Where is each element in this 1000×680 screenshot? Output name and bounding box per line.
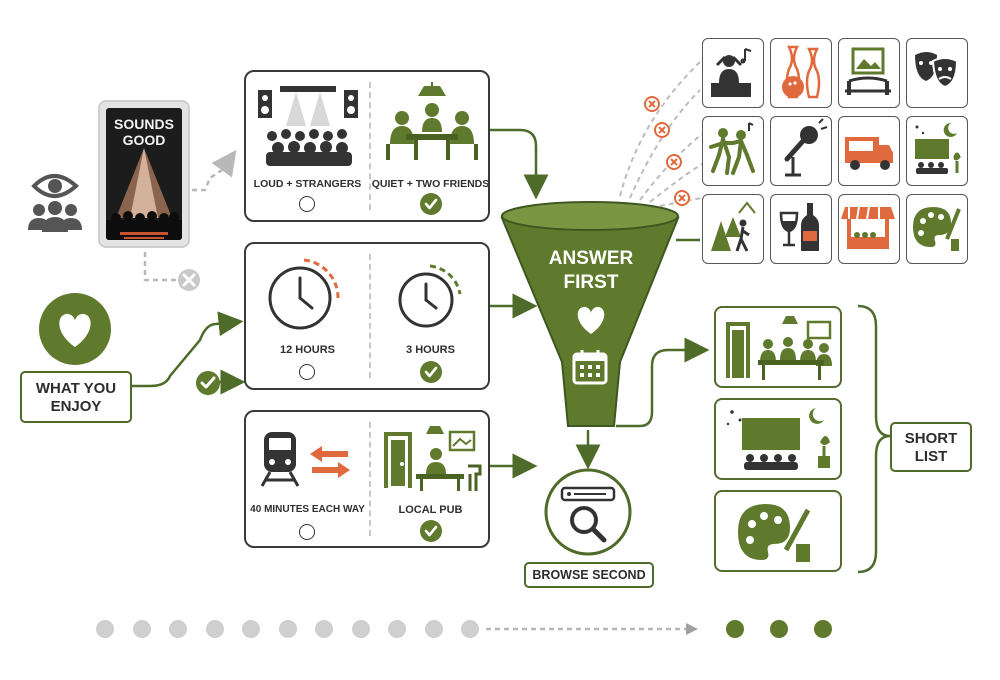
comparison-card-distance: 40 MINUTES EACH WAY LOCAL PUB [244, 410, 490, 548]
bowling-icon [782, 45, 821, 99]
rejected-x-icon [666, 154, 682, 170]
theater-masks-icon [915, 52, 959, 89]
funnel-heart-icon [577, 306, 605, 334]
progress-arrow [486, 623, 698, 635]
comparison-card-duration: 12 HOURS 3 HOURS [244, 242, 490, 390]
heart-icon [39, 293, 111, 365]
market-stall-icon [841, 206, 895, 249]
what-you-enjoy-label: WHAT YOU ENJOY [20, 371, 132, 423]
dancing-icon [709, 122, 755, 175]
option-food-truck[interactable] [838, 116, 900, 186]
loud-strangers-label: LOUD + STRANGERS [253, 178, 362, 190]
rejected-x-icon [644, 96, 660, 112]
food-truck-icon [845, 137, 893, 170]
rejected-x-icon [674, 190, 690, 206]
local-pub-check-icon[interactable] [419, 519, 443, 543]
poster-title: SOUNDS GOOD [114, 116, 174, 148]
quiet-friends-check-icon[interactable] [419, 192, 443, 216]
option-karaoke[interactable] [770, 116, 832, 186]
option-gallery[interactable] [838, 38, 900, 108]
shortlist-item-pub[interactable] [714, 306, 842, 388]
option-dancing[interactable] [702, 116, 764, 186]
karaoke-icon [784, 118, 828, 177]
pub-friends-icon [726, 316, 832, 380]
concert-crowd-icon [258, 86, 358, 166]
watching-people-icon [28, 174, 82, 232]
short-list-line2: LIST [914, 448, 948, 465]
card-divider [369, 254, 371, 378]
option-wine[interactable] [770, 194, 832, 264]
forty-minutes-radio[interactable] [299, 524, 315, 540]
train-icon [260, 432, 300, 487]
shortlist-item-cinema[interactable] [714, 398, 842, 480]
card-divider [369, 82, 371, 210]
browse-search-icon[interactable] [542, 466, 634, 558]
quiet-friends-label: QUIET + TWO FRIENDS [371, 178, 490, 190]
shortlist-item-painting[interactable] [714, 490, 842, 572]
option-outdoor-cinema[interactable] [906, 116, 968, 186]
hiking-icon [711, 201, 756, 252]
enjoy-check-icon [196, 371, 220, 395]
option-bowling[interactable] [770, 38, 832, 108]
twelve-hours-label: 12 HOURS [279, 344, 336, 356]
funnel-title-line1: ANSWER [548, 248, 634, 269]
quiet-friends-icon [386, 82, 478, 160]
wine-icon [779, 203, 819, 251]
option-dj[interactable] [702, 38, 764, 108]
gallery-icon [845, 47, 891, 95]
comparison-card-social: LOUD + STRANGERS QUIET + TWO FRIENDS [244, 70, 490, 222]
rejected-x-icon [654, 122, 670, 138]
loud-strangers-radio[interactable] [299, 196, 315, 212]
dj-icon [711, 48, 752, 97]
twelve-hours-radio[interactable] [299, 364, 315, 380]
short-list-label: SHORT LIST [890, 422, 972, 472]
option-painting[interactable] [906, 194, 968, 264]
local-pub-label: LOCAL PUB [398, 504, 463, 516]
card-divider [369, 422, 371, 536]
painting-icon [913, 207, 961, 251]
option-market-stall[interactable] [838, 194, 900, 264]
option-theater[interactable] [906, 38, 968, 108]
what-you-enjoy-text: WHAT YOU ENJOY [35, 380, 117, 415]
local-pub-icon [384, 426, 482, 491]
outdoor-cinema-icon [915, 122, 961, 174]
clock-12h-icon [268, 258, 340, 330]
painting-icon [738, 504, 811, 562]
three-hours-label: 3 HOURS [406, 344, 455, 356]
outdoor-cinema-icon [726, 408, 830, 470]
forty-minutes-label: 40 MINUTES EACH WAY [250, 504, 365, 515]
clock-3h-icon [398, 264, 462, 328]
back-and-forth-arrows-icon [310, 446, 350, 478]
funnel-title-line2: FIRST [563, 272, 619, 293]
calendar-icon [572, 350, 608, 385]
option-hiking[interactable] [702, 194, 764, 264]
browse-second-text: BROWSE SECOND [532, 568, 646, 582]
concert-light-icon [106, 148, 182, 240]
rejected-x-icon [178, 269, 200, 291]
three-hours-check-icon[interactable] [419, 360, 443, 384]
short-list-line1: SHORT [904, 430, 958, 447]
sounds-good-poster: SOUNDS GOOD [98, 100, 190, 248]
browse-second-label: BROWSE SECOND [524, 562, 654, 588]
